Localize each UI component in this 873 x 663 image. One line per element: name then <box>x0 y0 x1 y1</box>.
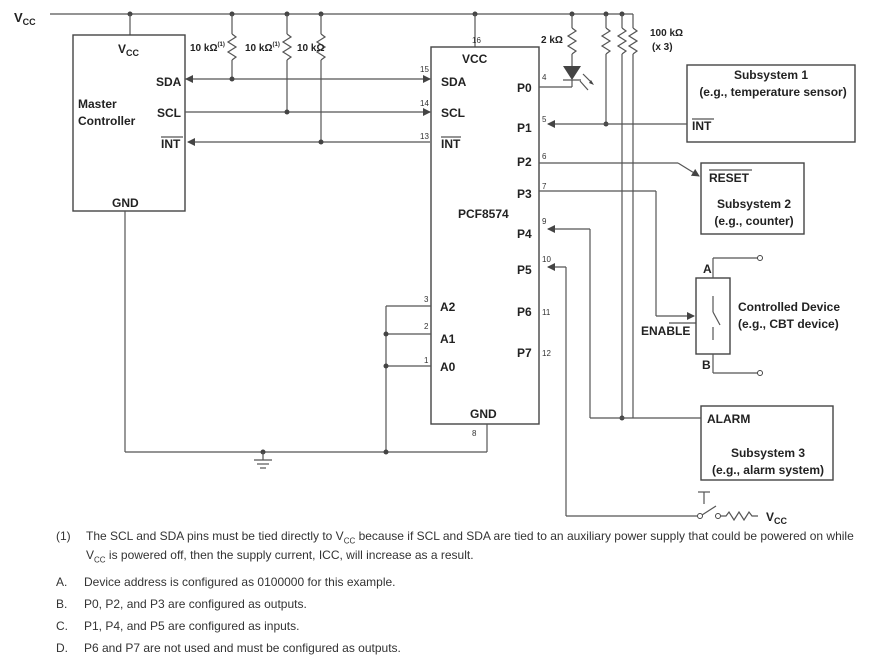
note-1-mark: (1) <box>56 529 71 543</box>
note-a: A. Device address is configured as 01000… <box>50 575 865 590</box>
master-name-1: Master <box>78 97 117 111</box>
chip-p3-label: P3 <box>517 187 532 201</box>
subsystem3-alarm: ALARM <box>707 412 750 426</box>
note-1: (1) The SCL and SDA pins must be tied di… <box>50 529 865 568</box>
chip-vcc-label: VCC <box>462 52 488 66</box>
device-title: Controlled Device <box>738 300 840 314</box>
pin-num-p1: 5 <box>542 115 547 124</box>
pullup-resistors-100k: 100 kΩ (x 3) <box>600 14 683 421</box>
subsystem-2: RESET Subsystem 2 (e.g., counter) <box>539 162 805 235</box>
note-1-text-b: because if SCL and SDA are tied to an au… <box>86 529 854 563</box>
pin-num-p3: 7 <box>542 182 547 191</box>
note-b: B. P0, P2, and P3 are configured as outp… <box>50 597 865 612</box>
pin-num-scl: 14 <box>420 99 429 108</box>
subsystem-3: ALARM Subsystem 3 (e.g., alarm system) <box>547 225 834 481</box>
led-icon <box>563 66 581 80</box>
chip-p5-label: P5 <box>517 263 532 277</box>
pullups-count: (x 3) <box>652 42 673 53</box>
schematic-diagram: VCC 10 kΩ(1) 10 kΩ(1) 10 kΩ VCC Master C… <box>14 10 856 525</box>
led-circuit: 2 kΩ <box>539 14 594 91</box>
chip-a2-label: A2 <box>440 300 456 314</box>
pullup-resistors-10k: 10 kΩ(1) 10 kΩ(1) 10 kΩ <box>190 14 327 142</box>
r1-label: 10 kΩ(1) <box>190 42 225 54</box>
r2-label: 10 kΩ(1) <box>245 42 280 54</box>
pin-num-p6: 11 <box>542 308 551 317</box>
note-c: C. P1, P4, and P5 are configured as inpu… <box>50 619 865 634</box>
pcf8574-chip: 16 VCC PCF8574 GND 8 15 SDA 14 SCL 13 IN… <box>420 36 551 438</box>
chip-gnd-pin: 8 <box>472 429 477 438</box>
chip-int-label: INT <box>441 137 461 151</box>
chip-name: PCF8574 <box>458 207 509 221</box>
chip-vcc-pin: 16 <box>472 36 481 45</box>
vcc-label: VCC <box>14 10 36 27</box>
pullups-label: 100 kΩ <box>650 28 683 39</box>
master-gnd-label: GND <box>112 196 139 210</box>
chip-p0-label: P0 <box>517 81 532 95</box>
subsystem2-title: Subsystem 2 <box>717 197 791 211</box>
subsystem3-desc: (e.g., alarm system) <box>712 463 824 477</box>
master-int-label: INT <box>161 137 181 151</box>
pushbutton-switch: VCC <box>547 263 788 525</box>
footnotes: (1) The SCL and SDA pins must be tied di… <box>50 529 865 663</box>
subsystem1-int: INT <box>692 119 712 133</box>
pin-num-p7: 12 <box>542 349 551 358</box>
note-1-text-c: is powered off, then the supply current,… <box>105 548 474 563</box>
chip-p1-label: P1 <box>517 121 532 135</box>
note-d-text: P6 and P7 are not used and must be confi… <box>84 640 401 655</box>
subsystem1-title: Subsystem 1 <box>734 68 808 82</box>
pin-num-p0: 4 <box>542 73 547 82</box>
chip-gnd-label: GND <box>470 407 497 421</box>
r3-label: 10 kΩ <box>297 43 324 54</box>
note-b-text: P0, P2, and P3 are configured as outputs… <box>84 596 307 611</box>
note-b-mark: B. <box>56 596 68 611</box>
note-d-mark: D. <box>56 640 68 655</box>
chip-p4-label: P4 <box>517 227 532 241</box>
pin-num-int: 13 <box>420 132 429 141</box>
note-d: D. P6 and P7 are not used and must be co… <box>50 641 865 656</box>
subsystem3-title: Subsystem 3 <box>731 446 805 460</box>
device-enable-label: ENABLE <box>641 324 690 338</box>
subsystem2-desc: (e.g., counter) <box>714 214 793 228</box>
pin-num-a0: 1 <box>424 356 429 365</box>
note-1-text-a: The SCL and SDA pins must be tied direct… <box>86 529 344 543</box>
pin-num-a2: 3 <box>424 295 429 304</box>
chip-p6-label: P6 <box>517 305 532 319</box>
pin-num-p4: 9 <box>542 217 547 226</box>
chip-p2-label: P2 <box>517 155 532 169</box>
pin-num-p5: 10 <box>542 255 551 264</box>
i2c-bus <box>185 75 431 146</box>
note-1-sub-b: CC <box>94 555 106 565</box>
chip-a0-label: A0 <box>440 360 456 374</box>
chip-p7-label: P7 <box>517 346 532 360</box>
note-c-mark: C. <box>56 618 68 633</box>
controlled-device: ENABLE A B Controlled Device (e.g., CBT … <box>539 190 840 376</box>
chip-a1-label: A1 <box>440 332 456 346</box>
ground-symbol-icon <box>254 459 272 469</box>
note-1-sub-a: CC <box>343 536 356 546</box>
device-desc: (e.g., CBT device) <box>738 317 839 331</box>
pin-num-sda: 15 <box>420 65 429 74</box>
chip-scl-label: SCL <box>441 106 465 120</box>
switch-vcc-label: VCC <box>766 510 788 525</box>
subsystem1-desc: (e.g., temperature sensor) <box>699 85 846 99</box>
chip-sda-label: SDA <box>441 75 467 89</box>
note-c-text: P1, P4, and P5 are configured as inputs. <box>84 618 300 633</box>
master-name-2: Controller <box>78 114 136 128</box>
master-sda-label: SDA <box>156 75 182 89</box>
note-a-mark: A. <box>56 574 68 589</box>
pin-num-p2: 6 <box>542 152 547 161</box>
master-controller: VCC Master Controller SDA SCL INT GND <box>72 34 186 212</box>
led-resistor-label: 2 kΩ <box>541 35 563 46</box>
pin-num-a1: 2 <box>424 322 429 331</box>
device-a-label: A <box>703 262 712 276</box>
device-b-label: B <box>702 358 711 372</box>
master-vcc-label: VCC <box>118 42 140 58</box>
subsystem2-reset: RESET <box>709 171 750 185</box>
master-scl-label: SCL <box>157 106 181 120</box>
subsystem-1: Subsystem 1 (e.g., temperature sensor) I… <box>547 64 856 143</box>
note-a-text: Device address is configured as 0100000 … <box>84 574 396 589</box>
address-ground-wiring <box>124 211 488 469</box>
